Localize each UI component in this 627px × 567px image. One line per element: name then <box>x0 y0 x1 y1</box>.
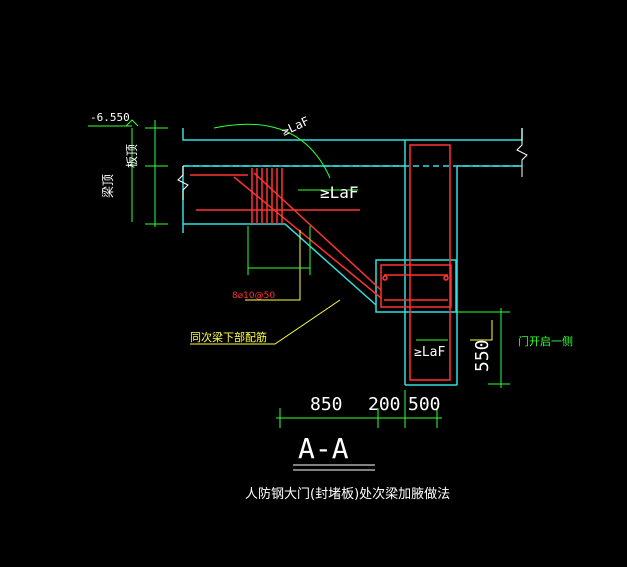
dim-200-label: 200 <box>368 394 401 415</box>
secondary-beam-note-leader <box>190 299 341 345</box>
elevation-label: -6.550 <box>90 111 130 124</box>
slab-top-line <box>182 128 523 141</box>
haunch-bar-1 <box>233 176 382 299</box>
elevation-triangle <box>125 119 139 127</box>
door-note-leader <box>470 320 493 341</box>
rebar-group <box>190 144 452 381</box>
break-symbol-right <box>516 128 528 177</box>
break-symbols <box>177 128 528 200</box>
section-label: A-A <box>298 432 349 465</box>
beam-top-label: 梁顶 <box>100 174 115 198</box>
laf-small-label: ≥LaF <box>414 345 445 360</box>
laf-main-label: ≥LaF <box>320 183 359 202</box>
slab-top-label: 板顶 <box>125 144 139 168</box>
haunch-edge <box>183 223 377 306</box>
rebar-note-leader <box>245 230 301 301</box>
secondary-beam-note: 同次梁下部配筋 <box>190 330 267 344</box>
rebar-note: 8⌀10@50 <box>232 291 275 301</box>
bar-dot-1 <box>382 275 388 281</box>
leader-lines <box>190 230 493 345</box>
laf-arc-label: ≥LaF <box>279 114 311 139</box>
title-underlines <box>293 464 375 471</box>
secondary-beam-stirrup <box>380 264 452 308</box>
haunch-bar-2 <box>253 172 382 291</box>
caption: 人防钢大门(封堵板)处次梁加腋做法 <box>245 486 450 502</box>
dimension-lines <box>88 119 510 428</box>
dim-850-label: 850 <box>310 394 343 415</box>
laf-arc <box>213 123 331 179</box>
bar-dot-2 <box>443 275 449 281</box>
dim-500-label: 500 <box>408 394 441 415</box>
secondary-beam-box <box>375 259 457 313</box>
door-note: 门开启一侧 <box>518 334 573 348</box>
column-stirrup <box>409 144 451 381</box>
dim-550-label: 550 <box>472 339 493 372</box>
break-symbol-left <box>177 166 189 200</box>
